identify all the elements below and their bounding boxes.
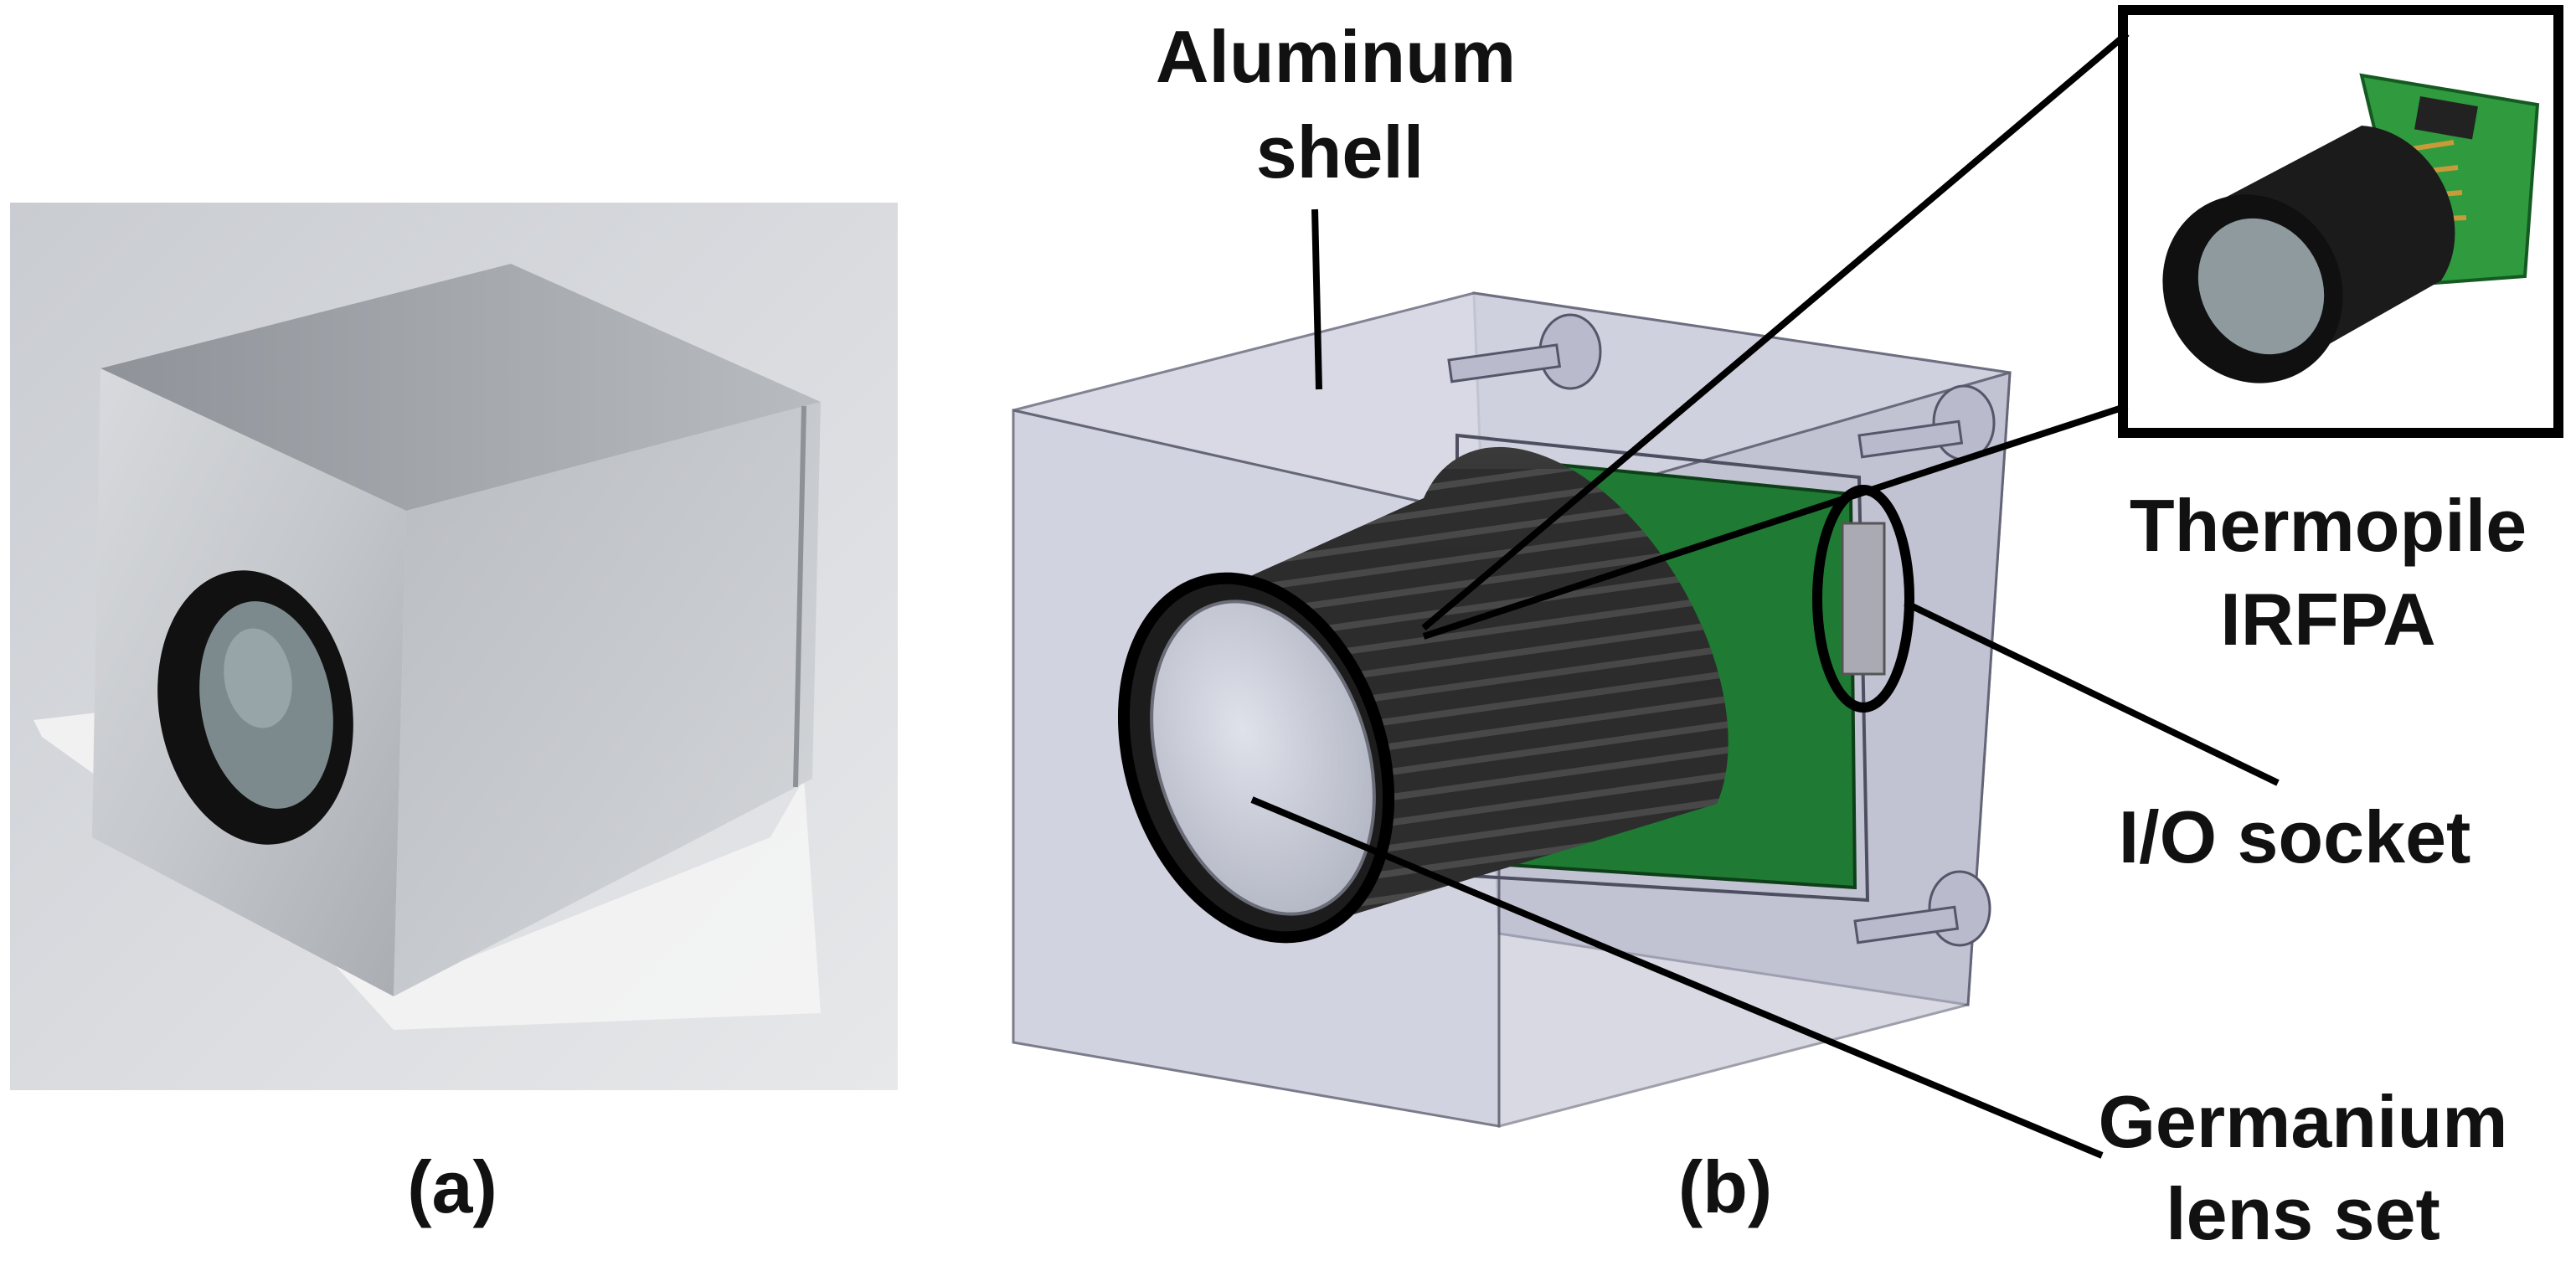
label-thermopile-2: IRFPA [2220,578,2435,661]
thermopile-inset [2118,5,2563,438]
cube-top-face [100,264,821,511]
callout-inset-upper [1421,30,2130,631]
lens-glass [1150,600,1376,916]
panel-a-caption: (a) [407,1145,497,1228]
panel-a-photo [10,203,898,1090]
cube-side-face [394,402,821,996]
cube-shadow [33,712,821,1030]
label-germanium-1: Germanium [2098,1080,2507,1163]
callout-inset-lower [1422,403,2129,640]
label-io-socket: I/O socket [2119,795,2471,878]
callout-aluminum-shell [1311,208,1322,390]
label-aluminum-shell-1: Aluminum [1156,15,1516,98]
photo-lens-highlight [224,628,292,728]
callout-germanium [1250,796,2104,1159]
label-germanium-2: lens set [2166,1172,2440,1255]
callout-lines [1250,30,2280,1159]
callout-io-socket [1904,600,2280,786]
panel-b-diagram [1012,291,2012,1128]
panel-b-caption: (b) [1678,1145,1772,1228]
cube-seam [793,405,806,788]
inset-chip [2414,96,2478,140]
io-socket-connector [1841,522,1886,676]
inset-lens-glass [2197,218,2325,355]
label-aluminum-shell-2: shell [1256,111,1425,193]
label-thermopile-1: Thermopile [2130,484,2527,567]
